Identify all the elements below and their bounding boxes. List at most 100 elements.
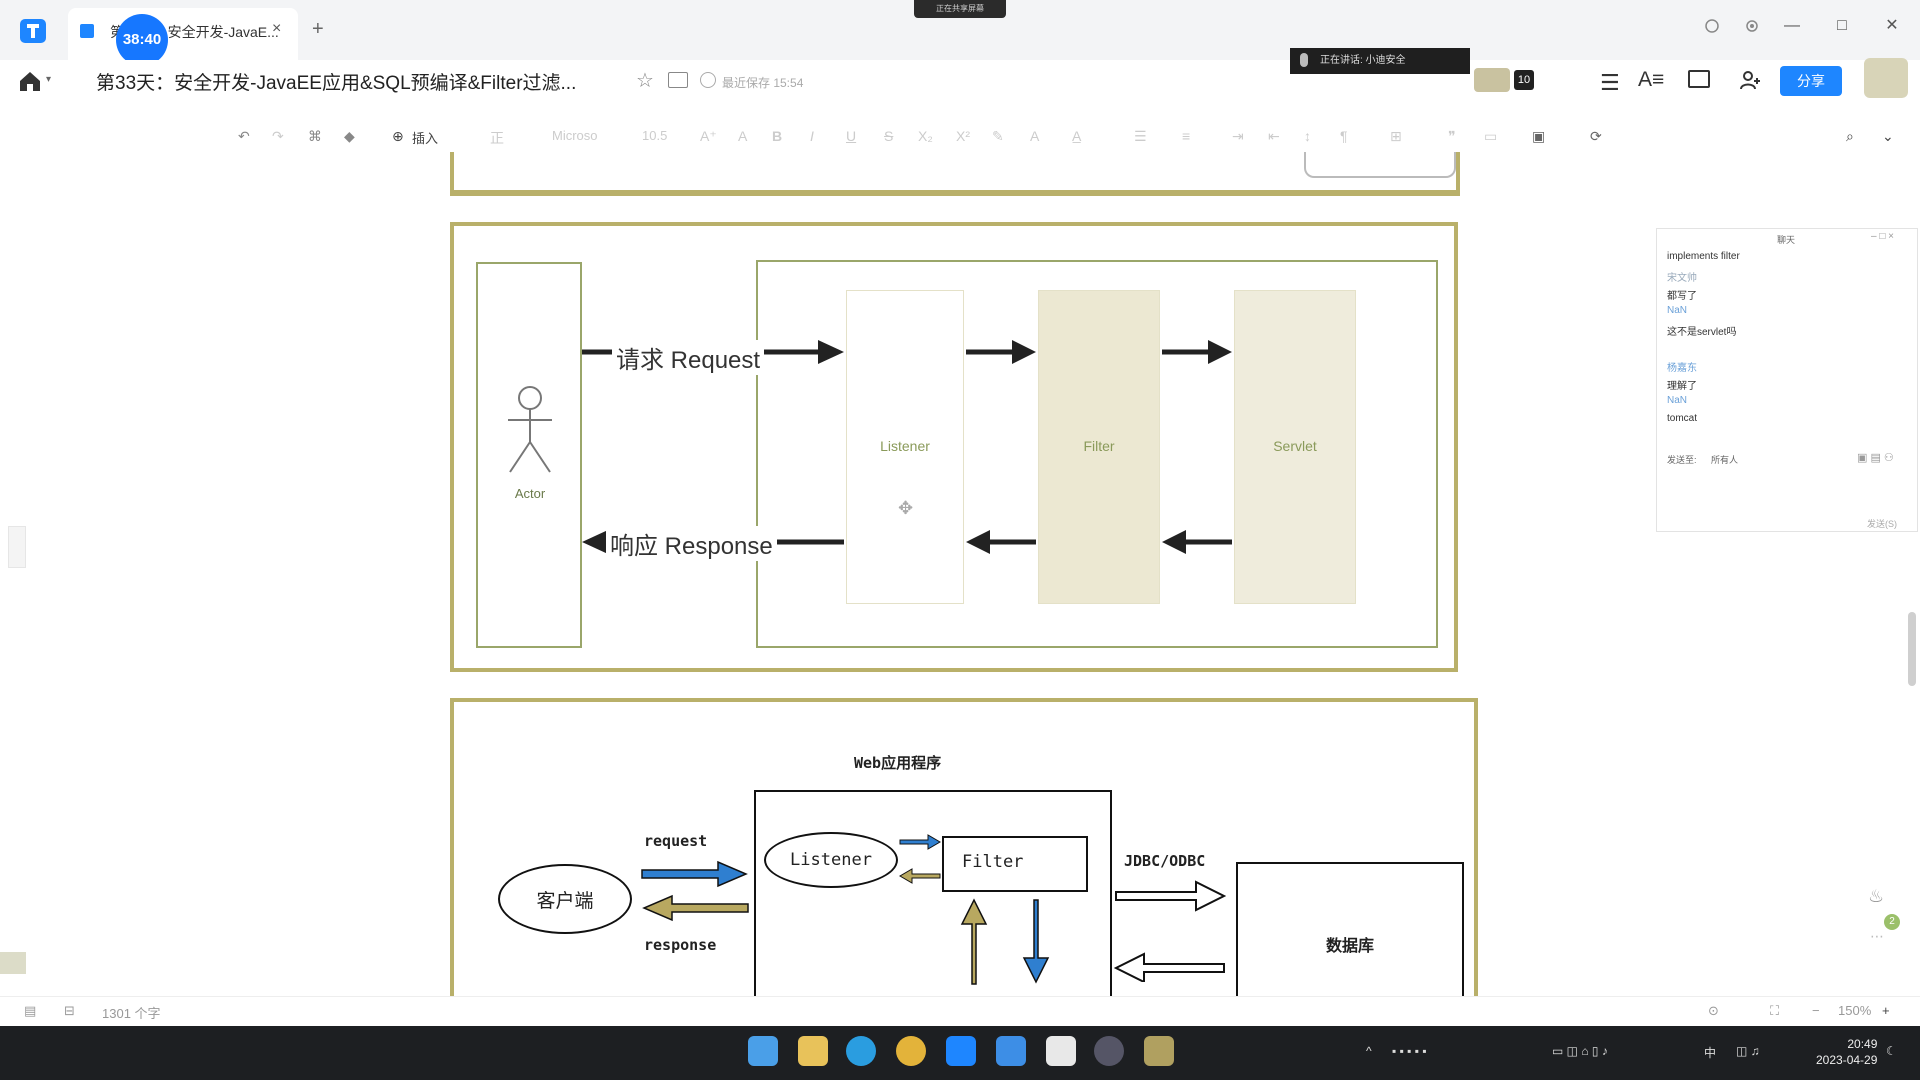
chat-message: tomcat [1667,413,1698,424]
format-painter-icon[interactable]: ⌘ [308,128,322,144]
edge-browser-icon[interactable] [846,1036,876,1066]
font-size-select[interactable]: 10.5 [642,128,668,143]
meeting-app-icon[interactable] [996,1036,1026,1066]
word-count[interactable]: 1301 个字 [102,1006,161,1021]
start-windows-icon[interactable] [748,1036,778,1066]
collapse-toolbar-chevron-icon[interactable]: ⌄ [1882,128,1894,144]
tab-close-icon[interactable]: × [272,20,282,37]
superscript-icon[interactable]: X² [956,128,970,144]
system-clock[interactable]: 20:49 2023-04-29 [1816,1036,1877,1068]
zoom-level[interactable]: 150% [1838,1003,1872,1018]
table-icon[interactable]: ⊞ [1390,128,1402,144]
font-family-select[interactable]: Microso [552,128,598,143]
outdent-icon[interactable]: ⇤ [1268,128,1280,144]
app-logo-icon[interactable] [18,16,48,46]
add-collaborator-icon[interactable] [1738,68,1762,92]
vertical-scrollbar[interactable] [1908,612,1916,686]
database-box [1236,862,1464,996]
tray-chevron-icon[interactable]: ^ [1366,1044,1372,1058]
align-icon[interactable]: ≡ [1182,128,1191,144]
new-tab-button[interactable]: + [312,18,324,40]
outline-icon[interactable]: ▤ [24,1003,37,1018]
more-dots-icon[interactable]: ⋯ [1870,928,1884,944]
menu-list-icon[interactable]: ☰ [1600,70,1620,95]
recipient-select[interactable]: 所有人 [1711,455,1739,465]
document-title[interactable]: 第33天：安全开发-JavaEE应用&SQL预编译&Filter过滤... [96,73,577,94]
help-shirt-icon[interactable]: ♨ [1868,886,1885,906]
bullet-list-icon[interactable]: ☰ [1134,128,1147,144]
chat-tools-icon[interactable]: ▣ ▤ ⚇ [1857,452,1894,464]
chrome-browser-icon[interactable] [896,1036,926,1066]
fullscreen-icon[interactable]: ⛶ [1770,1003,1780,1018]
zoom-in-button[interactable]: + [1882,1003,1890,1018]
undo-icon[interactable]: ↶ [238,128,250,144]
diagram-request-flow[interactable] [450,222,1458,672]
zoom-out-button[interactable]: − [1812,1003,1820,1018]
home-menu-chevron-icon[interactable]: ▾ [46,74,52,85]
maximize-button[interactable]: □ [1837,17,1847,34]
line-spacing-icon[interactable]: ↕ [1304,128,1311,144]
tray-system-icons[interactable]: ▭ ◫ ⌂ ▯ ♪ [1552,1044,1608,1058]
quote-icon[interactable]: ❞ [1448,128,1456,144]
docs-app-icon[interactable] [946,1036,976,1066]
underline-icon[interactable]: U [846,128,857,144]
ime-indicator[interactable]: 中 [1704,1046,1717,1060]
subscript-icon[interactable]: X₂ [918,128,933,144]
clear-format-icon[interactable]: ◆ [344,128,355,144]
tab-document[interactable] [68,8,298,60]
search-icon[interactable]: ⌕ [1846,128,1854,144]
focus-mode-icon[interactable]: ⊙ [1708,1003,1719,1018]
client-label: 客户端 [536,890,594,912]
redo-icon[interactable]: ↷ [272,128,284,144]
diagram-web-app[interactable] [450,698,1478,996]
tray-apps-icons[interactable]: ▪ ▪ ▪ ▪ ▪ [1392,1044,1427,1058]
network-tool-icon[interactable] [1094,1036,1124,1066]
font-color-icon[interactable]: A [1030,128,1040,144]
indent-icon[interactable]: ⇥ [1232,128,1244,144]
user-avatar[interactable] [1864,58,1908,98]
refresh-icon[interactable] [1700,14,1724,38]
member-avatars[interactable] [1474,68,1510,92]
plugin-icon[interactable]: ⟳ [1590,128,1602,144]
text-color-icon[interactable]: A̲ [1072,128,1082,144]
jetbrains-ide-icon[interactable] [1046,1036,1076,1066]
servlet-label: Servlet [1273,438,1317,454]
arrow-listener-to-filter [964,332,1038,372]
font-style-icon[interactable]: A≡ [1638,68,1665,91]
strikethrough-icon[interactable]: S [884,128,894,144]
sublime-icon[interactable] [1144,1036,1174,1066]
chat-panel[interactable]: 聊天 – □ × implements filter 宋文帅 都写了 NaN 这… [1656,228,1918,532]
clock-time: 20:49 [1847,1037,1878,1051]
move-folder-icon[interactable] [668,72,688,88]
saved-check-icon [700,72,716,88]
send-button[interactable]: 发送(S) [1867,519,1897,529]
page-view-icon[interactable]: ⊟ [64,1003,75,1018]
highlight-icon[interactable]: ✎ [992,128,1004,144]
outline-toggle[interactable] [8,526,26,568]
notification-moon-icon[interactable]: ☾ [1886,1044,1897,1058]
font-grow-icon[interactable]: A⁺ [700,128,717,144]
chat-window-controls[interactable]: – □ × [1871,231,1894,242]
font-shrink-icon[interactable]: A [738,128,748,144]
share-button[interactable]: 分享 [1780,66,1842,96]
heading-style-icon[interactable]: 正 [490,130,504,146]
file-explorer-icon[interactable] [798,1036,828,1066]
save-status: 最近保存 15:54 [722,76,804,90]
page-layout-icon[interactable]: ▣ [1532,128,1546,144]
network-volume-icons[interactable]: ◫ ♫ [1736,1044,1760,1058]
paragraph-icon[interactable]: ¶ [1340,128,1348,144]
insert-menu[interactable]: 插入 [412,131,439,146]
clock-date: 2023-04-29 [1816,1053,1878,1067]
italic-icon[interactable]: I [810,128,814,144]
listener-label-2: Listener [790,850,872,870]
insert-plus-icon[interactable]: ⊕ [392,128,404,144]
comment-icon[interactable]: ▭ [1484,128,1498,144]
settings-gear-icon[interactable] [1740,14,1764,38]
minimize-button[interactable]: — [1784,17,1800,34]
left-panel-tab[interactable] [0,952,26,974]
window-close-button[interactable]: ✕ [1885,17,1899,34]
bold-icon[interactable]: B [772,128,783,144]
star-icon[interactable]: ☆ [636,70,654,92]
home-icon[interactable] [18,70,42,92]
present-icon[interactable] [1688,70,1710,88]
